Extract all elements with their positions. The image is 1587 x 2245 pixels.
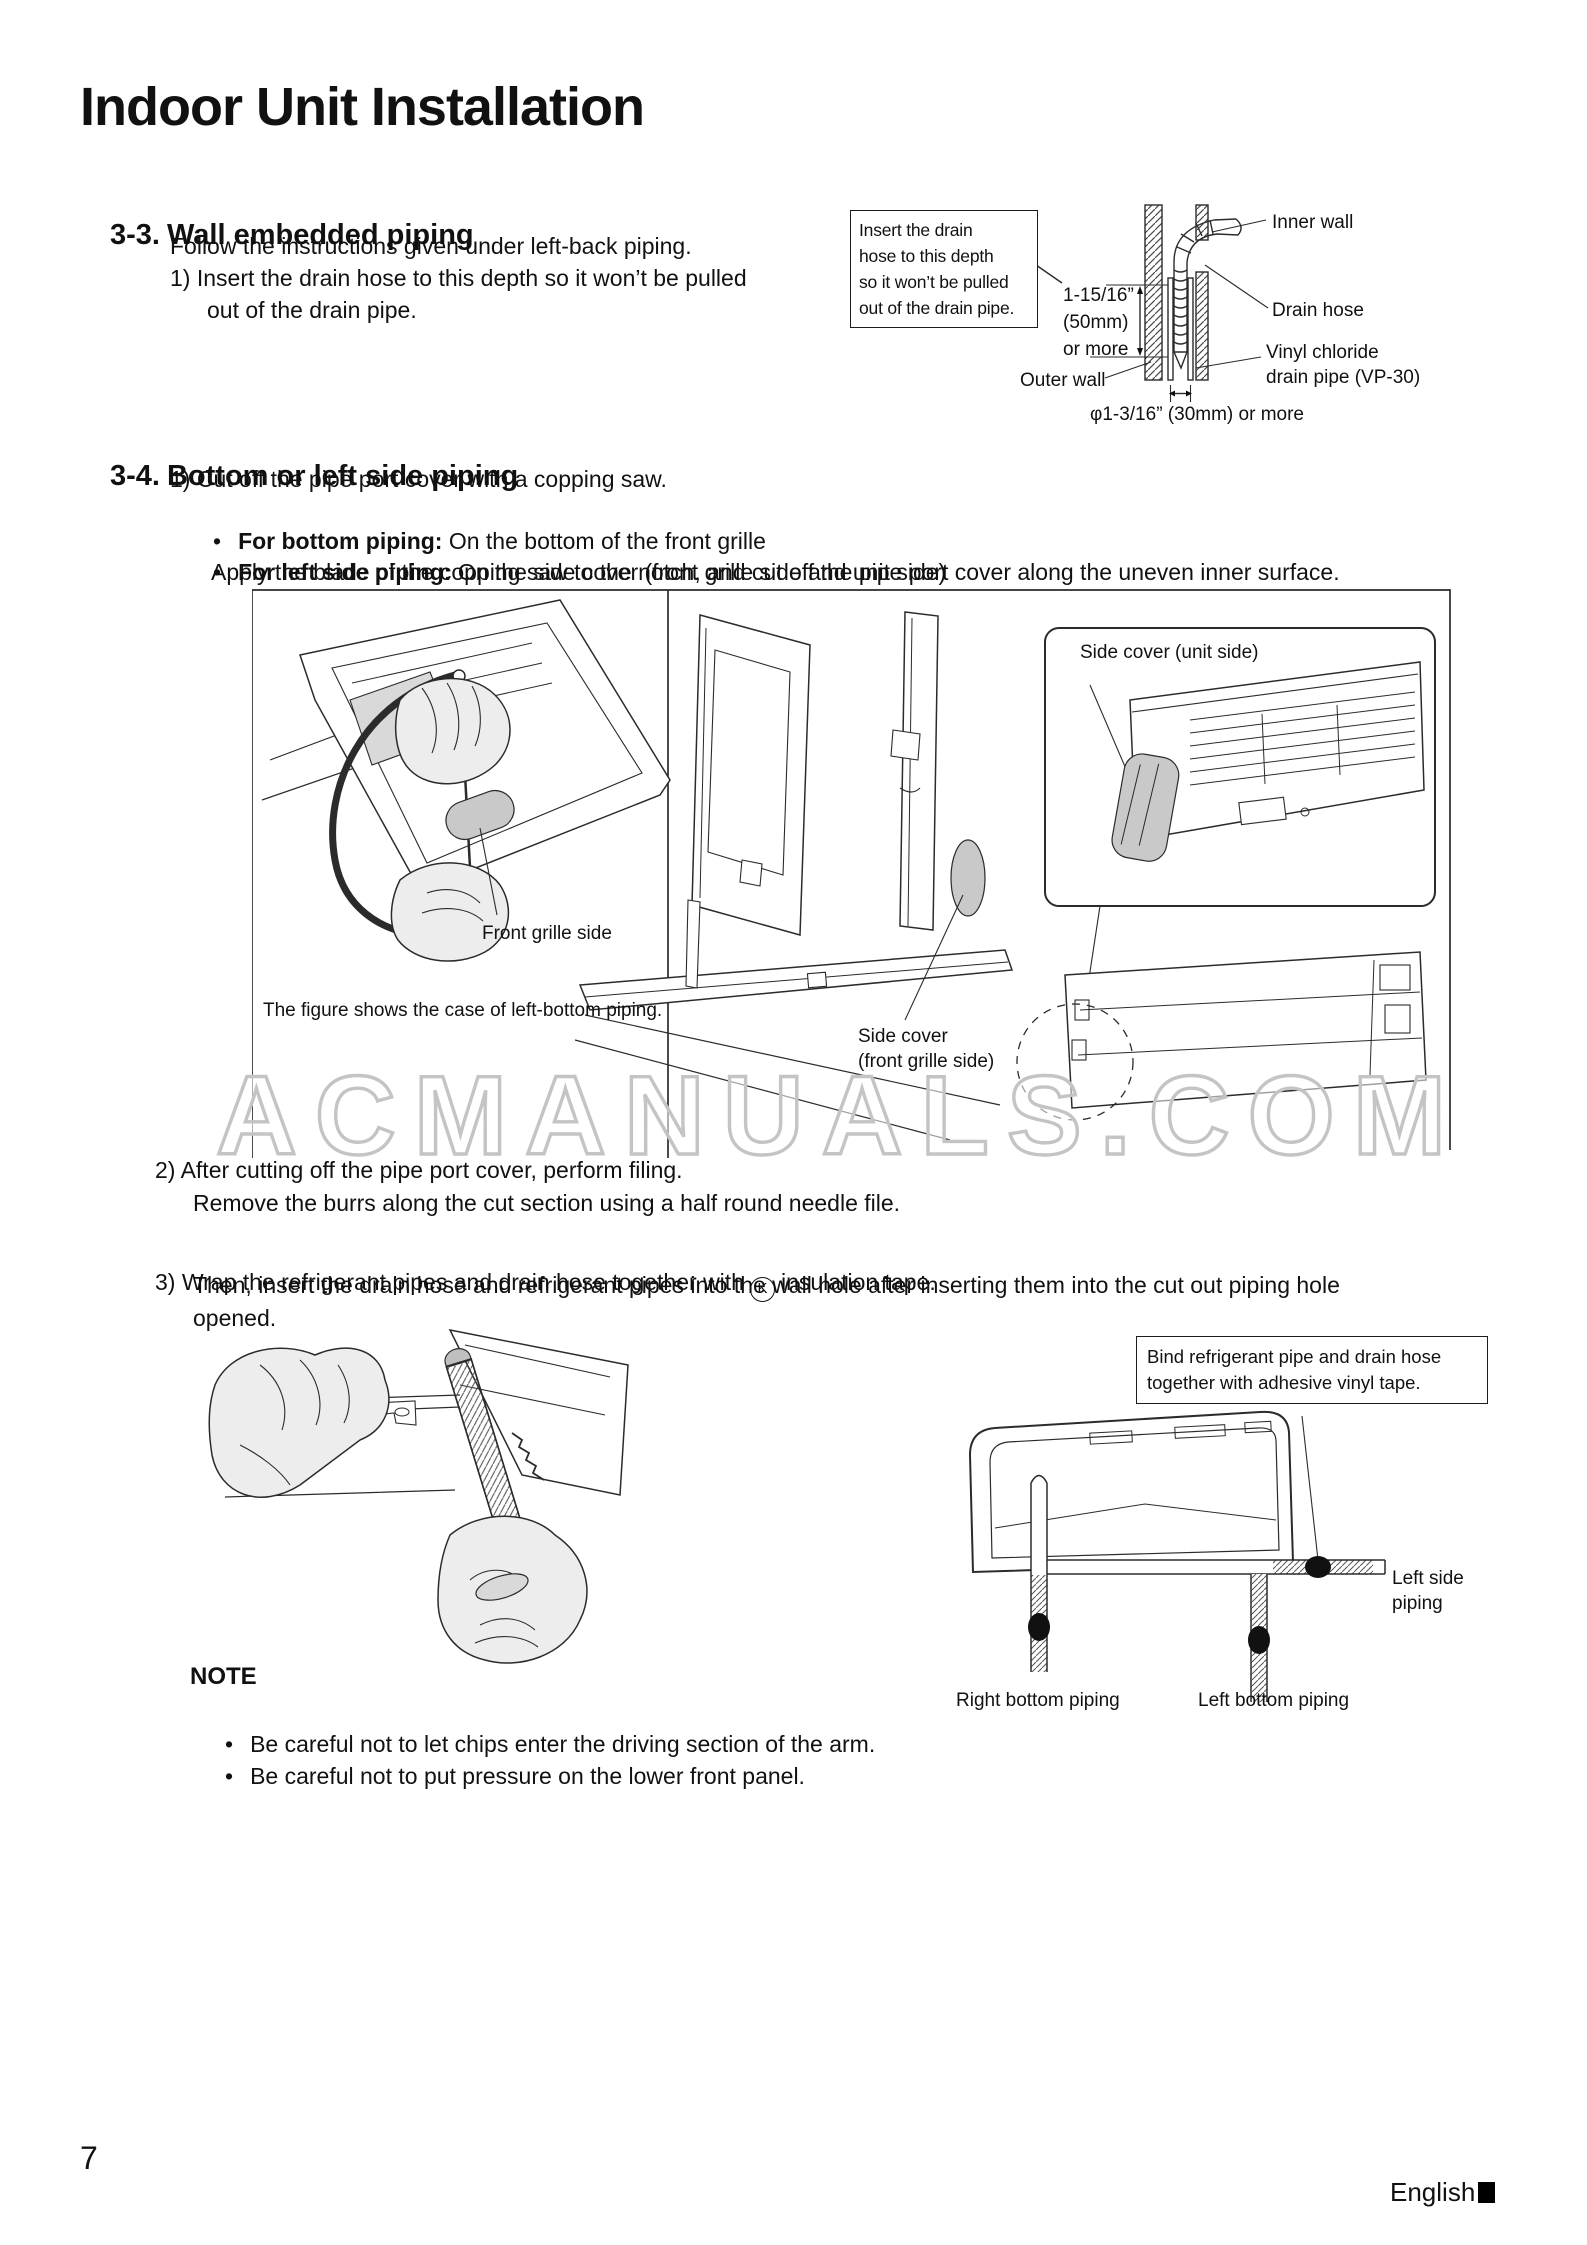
bullet-dot: • bbox=[213, 528, 222, 554]
apply-blade-line: Apply the blade of the copping saw to th… bbox=[211, 559, 1340, 585]
step3-line2: Then, insert the drain hose and refriger… bbox=[193, 1272, 1340, 1298]
drain-pipe-wall-left bbox=[1167, 277, 1174, 381]
filing-illustration bbox=[208, 1328, 629, 1664]
wall-section-diagram bbox=[1035, 204, 1269, 402]
vinyl-tape-mark bbox=[1305, 1556, 1331, 1578]
pipe-port-cover-figure bbox=[252, 589, 1451, 1158]
bullet-bottom-piping: • For bottom piping: On the bottom of the… bbox=[213, 496, 766, 556]
vinyl-tape-mark bbox=[1028, 1613, 1050, 1641]
side-cover-unit-illustration bbox=[1016, 627, 1436, 1121]
bullet-left-side-piping: • For left side piping: On the side cover… bbox=[213, 527, 946, 587]
outer-wall-bar bbox=[1144, 204, 1163, 381]
page-title: Indoor Unit Installation bbox=[80, 77, 645, 137]
front-grille-side-label: Front grille side bbox=[482, 923, 612, 944]
left-bottom-piping-label: Left bottom piping bbox=[1198, 1690, 1350, 1711]
step2-line2: Remove the burrs along the cut section u… bbox=[193, 1190, 901, 1216]
side-cover-front-illustration bbox=[574, 611, 1014, 1141]
bind-callout-box: Bind refrigerant pipe and drain hose tog… bbox=[1136, 1336, 1488, 1404]
note-item-1-text: Be careful not to let chips enter the dr… bbox=[250, 1731, 876, 1757]
bullet-left-side-piping-label: For left side piping: bbox=[238, 559, 452, 585]
left-side-piping-label: Left side piping bbox=[1392, 1568, 1464, 1614]
section-3-4-title: Bottom or left side piping bbox=[166, 460, 519, 492]
circled-k-symbol: K bbox=[749, 1277, 775, 1302]
step3-pre: 3) Wrap the refrigerant pipes and drain … bbox=[155, 1269, 744, 1295]
inner-wall-bar-bottom bbox=[1195, 271, 1209, 381]
left-side-pipe bbox=[1035, 1556, 1386, 1578]
section-3-3-heading: 3-3.Wall embedded piping bbox=[110, 186, 474, 252]
page-number: 7 bbox=[80, 2140, 98, 2176]
bullet-dot: • bbox=[213, 559, 222, 585]
right-bottom-piping-label: Right bottom piping bbox=[956, 1690, 1120, 1711]
drain-pipe-wall-right bbox=[1187, 277, 1194, 381]
side-cover-unit-label: Side cover (unit side) bbox=[1080, 642, 1259, 663]
footer-language: English bbox=[1390, 2146, 1496, 2208]
figure-caption: The figure shows the case of left-bottom… bbox=[263, 1000, 663, 1021]
bullet-bottom-piping-label: For bottom piping: bbox=[238, 528, 443, 554]
note-heading: NOTE bbox=[190, 1663, 257, 1690]
depth-reference-lines bbox=[1090, 284, 1168, 358]
cut-edge-zigzag bbox=[511, 1432, 545, 1481]
section-3-3-step1-line1: 1) Insert the drain hose to this depth s… bbox=[170, 265, 747, 291]
right-bottom-pipe bbox=[1028, 1474, 1050, 1675]
step3-line3: opened. bbox=[193, 1305, 277, 1331]
left-bottom-pipe bbox=[1248, 1574, 1270, 1702]
note-item-1: • Be careful not to let chips enter the d… bbox=[225, 1699, 875, 1759]
vinyl-pipe-label: Vinyl chloride drain pipe (VP-30) bbox=[1266, 342, 1421, 388]
drain-hose-elbow bbox=[1173, 218, 1242, 263]
drain-hose-corrugation bbox=[1172, 262, 1189, 370]
section-3-4-heading: 3-4.Bottom or left side piping bbox=[110, 427, 518, 493]
file-ferrule bbox=[475, 1573, 529, 1601]
step3-post: insulation tape. bbox=[780, 1269, 936, 1295]
footer-language-text: English bbox=[1390, 2177, 1476, 2207]
bullet-left-side-piping-text: On the side cover (front grille side and… bbox=[451, 559, 947, 585]
front-grille-side-leader bbox=[479, 827, 498, 916]
callout-leader-line bbox=[1035, 264, 1063, 284]
step1-line: 1) Cut off the pipe port cover with a co… bbox=[170, 466, 667, 492]
drain-depth-callout-box: Insert the drain hose to this depth so i… bbox=[850, 210, 1038, 328]
piping-routes-illustration bbox=[968, 1410, 1386, 1702]
outer-wall-leader bbox=[1104, 361, 1152, 379]
step3-line1: 3) Wrap the refrigerant pipes and drain … bbox=[155, 1237, 936, 1302]
vinyl-tape-mark bbox=[1248, 1626, 1270, 1654]
note-item-2-text: Be careful not to put pressure on the lo… bbox=[250, 1763, 805, 1789]
section-3-3-title: Wall embedded piping bbox=[166, 219, 474, 251]
hole-dimension-label: φ1-3/16” (30mm) or more bbox=[1090, 404, 1304, 425]
inner-wall-leader bbox=[1211, 219, 1267, 233]
figure-frame bbox=[252, 589, 1451, 1158]
section-3-3-number: 3-3. bbox=[110, 219, 160, 251]
outer-wall-label: Outer wall bbox=[1020, 370, 1106, 391]
depth-dimension-label: 1-15/16” (50mm) or more bbox=[1063, 285, 1134, 360]
bullet-dot: • bbox=[225, 1731, 234, 1757]
unit-outline bbox=[968, 1410, 1295, 1574]
note-item-2: • Be careful not to put pressure on the l… bbox=[225, 1731, 805, 1791]
side-cover-front-label: Side cover (front grille side) bbox=[858, 1026, 995, 1072]
inner-wall-bar-top bbox=[1195, 204, 1209, 241]
vinyl-pipe-leader bbox=[1195, 356, 1262, 369]
bullet-bottom-piping-text: On the bottom of the front grille bbox=[442, 528, 766, 554]
coping-saw-illustration bbox=[261, 599, 671, 962]
bullet-dot: • bbox=[225, 1763, 234, 1789]
step2-line1: 2) After cutting off the pipe port cover… bbox=[155, 1157, 683, 1183]
detail-dashed-circle bbox=[1016, 1003, 1134, 1121]
inner-wall-label: Inner wall bbox=[1272, 212, 1354, 233]
language-marker-square bbox=[1478, 2182, 1496, 2203]
side-cover-front-leader bbox=[904, 894, 964, 1021]
section-3-3-step1-line2: out of the drain pipe. bbox=[207, 297, 417, 323]
drain-hose-leader bbox=[1204, 264, 1269, 309]
drain-hose-label: Drain hose bbox=[1272, 300, 1364, 321]
section-3-3-intro: Follow the instructions given under left… bbox=[170, 233, 692, 259]
section-3-4-number: 3-4. bbox=[110, 460, 160, 492]
bind-callout-leader bbox=[1301, 1415, 1319, 1561]
